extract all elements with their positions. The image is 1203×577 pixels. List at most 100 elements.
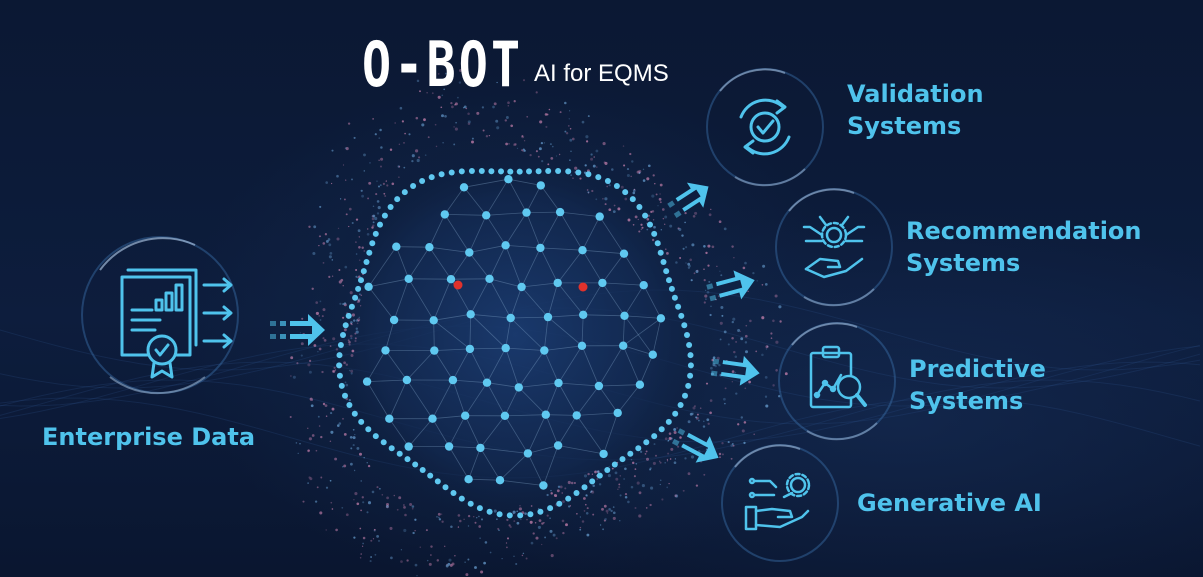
halo-particle (571, 137, 575, 141)
halo-particle (336, 237, 340, 241)
halo-particle (632, 191, 636, 195)
network-edge (557, 415, 578, 446)
halo-particle (632, 189, 636, 192)
halo-particle (325, 529, 327, 531)
outline-dot (604, 467, 611, 473)
network-edge (510, 286, 522, 319)
halo-particle (335, 348, 339, 351)
network-edge (468, 215, 487, 253)
halo-particle (627, 218, 631, 222)
network-node (648, 350, 657, 359)
halo-particle (567, 480, 571, 485)
halo-particle (353, 319, 356, 322)
network-edge (598, 384, 640, 387)
halo-particle (354, 433, 356, 436)
network-edge (543, 350, 559, 384)
outline-dot (448, 169, 455, 176)
halo-particle (537, 507, 540, 510)
network-edge (480, 447, 528, 454)
halo-particle (640, 223, 643, 226)
network-node (428, 414, 437, 423)
outline-dot (660, 259, 667, 265)
halo-particle (376, 180, 378, 182)
halo-particle (330, 430, 334, 434)
halo-particle (467, 525, 470, 527)
halo-particle (561, 519, 565, 523)
halo-particle (535, 150, 538, 153)
halo-particle (558, 153, 561, 156)
halo-particle (598, 483, 602, 486)
halo-particle (772, 319, 775, 323)
outline-dot (381, 212, 388, 219)
halo-particle (695, 484, 699, 487)
halo-particle (427, 136, 430, 139)
halo-particle (322, 262, 325, 264)
halo-particle (361, 194, 364, 198)
halo-particle (453, 143, 456, 146)
flow-arrows (270, 182, 760, 463)
network-node (541, 410, 550, 419)
halo-particle (379, 165, 383, 168)
arrow-validation (667, 182, 709, 218)
halo-particle (591, 490, 595, 494)
halo-particle (552, 533, 556, 537)
network-edge (540, 247, 559, 284)
network-edge (527, 414, 547, 454)
halo-particle (404, 513, 407, 517)
halo-particle (652, 174, 655, 177)
halo-particle (358, 236, 360, 238)
halo-particle (300, 342, 304, 346)
network-node (385, 414, 394, 423)
halo-particle (702, 425, 706, 428)
halo-particle (611, 467, 614, 470)
halo-particle (650, 486, 654, 490)
halo-particle (344, 329, 346, 331)
halo-particle (732, 444, 735, 447)
enterprise-data-label: Enterprise Data (42, 421, 255, 453)
halo-particle (416, 79, 420, 83)
outline-dot (535, 168, 542, 175)
halo-particle (673, 461, 677, 465)
network-edge (468, 447, 481, 480)
network-edge (602, 253, 625, 284)
halo-particle (534, 521, 537, 524)
halo-particle (474, 521, 477, 524)
network-edge (639, 354, 654, 385)
halo-particle (693, 272, 696, 275)
halo-particle (659, 483, 661, 486)
network-edge (393, 278, 410, 321)
generative-ai-label: Generative AI (857, 487, 1042, 519)
halo-particle (541, 160, 544, 163)
halo-particle (521, 554, 524, 557)
halo-particle (360, 294, 363, 296)
network-node (578, 246, 587, 255)
halo-particle (381, 494, 384, 496)
halo-particle (359, 305, 362, 307)
halo-particle (638, 491, 642, 495)
network-node (635, 380, 645, 389)
halo-particle (762, 264, 766, 268)
halo-particle (318, 315, 321, 317)
halo-particle (630, 458, 633, 461)
outline-dot (434, 478, 441, 485)
halo-particle (374, 216, 378, 221)
halo-particle (603, 519, 606, 522)
halo-particle (463, 518, 465, 520)
network-edge (623, 253, 645, 286)
halo-particle (516, 510, 519, 513)
halo-particle (647, 164, 651, 168)
halo-particle (666, 458, 669, 461)
halo-particle (596, 478, 599, 480)
halo-particle (707, 244, 711, 248)
halo-particle (311, 434, 315, 437)
halo-particle (679, 257, 682, 259)
halo-particle (666, 252, 669, 255)
halo-particle (313, 225, 317, 229)
outline-dot (516, 168, 523, 175)
halo-particle (739, 330, 742, 332)
network-node (523, 449, 533, 458)
network-edge (540, 185, 561, 213)
network-edge (540, 247, 583, 251)
halo-particle (504, 119, 508, 122)
halo-particle (459, 69, 462, 72)
